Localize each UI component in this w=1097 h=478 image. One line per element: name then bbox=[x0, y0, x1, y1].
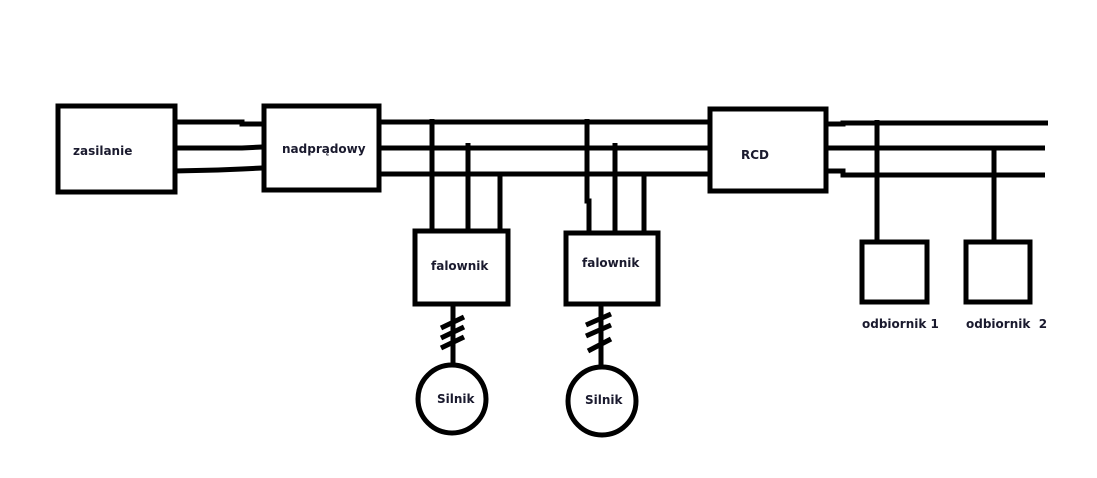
overcurrent-block[interactable]: nadprądowy bbox=[261, 103, 382, 193]
motor-1-cable bbox=[439, 306, 466, 366]
inverter-2-block[interactable]: falownik bbox=[563, 230, 661, 307]
motor-2-cable bbox=[584, 306, 613, 368]
inverter-1-feed bbox=[429, 119, 503, 229]
rcd-bus-l1 bbox=[828, 120, 1048, 127]
phase-slash bbox=[439, 324, 466, 341]
motor-2-circle bbox=[565, 364, 639, 438]
motor-2-label: Silnik bbox=[585, 393, 624, 407]
load-1-block[interactable]: odbiornik 1 bbox=[859, 239, 939, 331]
motor-1-block[interactable]: Silnik bbox=[415, 362, 489, 436]
motor-1-circle bbox=[415, 362, 489, 436]
supply-label: zasilanie bbox=[73, 144, 132, 158]
load-2-label: odbiornik 2 bbox=[966, 317, 1047, 331]
feed-l1 bbox=[584, 119, 592, 231]
phase-slash bbox=[439, 314, 466, 331]
rcd-box bbox=[707, 106, 829, 194]
wire-l3 bbox=[173, 165, 263, 174]
rcd-block[interactable]: RCD bbox=[707, 106, 829, 194]
load-2-box bbox=[963, 239, 1033, 305]
phase-slash bbox=[584, 322, 613, 339]
load-1-box bbox=[859, 239, 930, 305]
inverter-1-label: falownik bbox=[431, 259, 489, 273]
overcurrent-label: nadprądowy bbox=[282, 142, 366, 156]
supply-block[interactable]: zasilanie bbox=[55, 103, 178, 195]
inverter-2-label: falownik bbox=[582, 256, 640, 270]
wire-l1 bbox=[177, 119, 262, 127]
inverter-2-feed bbox=[584, 119, 647, 231]
inverter-1-box bbox=[412, 228, 511, 307]
phase-slash bbox=[586, 336, 613, 354]
supply-box bbox=[55, 103, 178, 195]
phase-slash bbox=[584, 311, 613, 328]
load-2-block[interactable]: odbiornik 2 bbox=[963, 239, 1047, 331]
rcd-bus-l3 bbox=[828, 168, 1045, 178]
load-1-label: odbiornik 1 bbox=[862, 317, 939, 331]
overcurrent-box bbox=[261, 103, 382, 193]
motor-1-label: Silnik bbox=[437, 392, 476, 406]
rcd-label: RCD bbox=[741, 148, 769, 162]
inverter-2-box bbox=[563, 230, 661, 307]
rcd-bus bbox=[828, 120, 1048, 178]
phase-slash bbox=[439, 334, 466, 351]
wire-l2 bbox=[177, 144, 263, 151]
inverter-1-block[interactable]: falownik bbox=[412, 228, 511, 307]
main-bus bbox=[381, 119, 708, 177]
motor-2-block[interactable]: Silnik bbox=[565, 364, 639, 438]
wires-supply-to-overcurrent bbox=[173, 119, 263, 174]
